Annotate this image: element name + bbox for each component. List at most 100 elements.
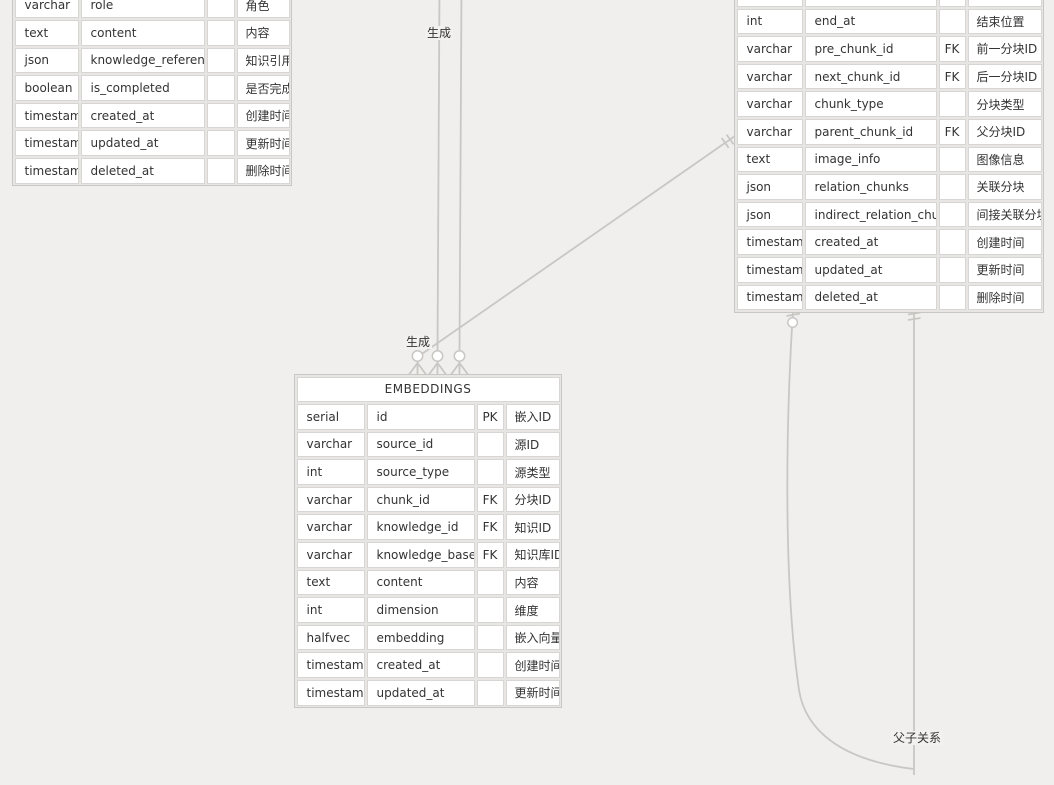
attribute-cell-type: json (14, 47, 79, 74)
attribute-cell-name: chunk_id (366, 486, 475, 513)
attribute-cell-key: FK (476, 542, 504, 568)
attribute-cell-comment: 结束位置 (967, 8, 1042, 35)
attribute-cell-type: timestamp (736, 284, 803, 311)
attribute-cell-name: knowledge_id (366, 514, 475, 541)
attribute-cell-name: relation_chunks (804, 174, 937, 200)
attribute-cell-comment: 内容 (236, 20, 290, 46)
attribute-cell-key (476, 459, 504, 485)
attribute-cell-type: text (296, 569, 365, 596)
attribute-cell-comment: 创建时间 (505, 652, 560, 679)
attribute-cell-key (476, 652, 504, 679)
attribute-cell-key: FK (476, 486, 504, 513)
edge-label-generate-top: 生成 (424, 26, 454, 40)
edge-label-parent-child: 父子关系 (890, 731, 944, 745)
attribute-cell-name: content (80, 20, 205, 46)
attribute-cell-comment: 知识ID (505, 514, 560, 541)
attribute-cell-name: updated_at (366, 680, 475, 706)
attribute-cell-type: json (736, 201, 803, 228)
zero-marker-circle-d (787, 316, 799, 329)
attribute-cell-name (804, 0, 937, 7)
attribute-cell-name: indirect_relation_chunks (804, 201, 937, 228)
attribute-row: timestampupdated_at 更新时间 (296, 680, 560, 706)
exactly-one-ticks-c (720, 134, 735, 149)
attribute-cell-type: timestamp (296, 680, 365, 706)
attribute-cell-key (476, 680, 504, 706)
attribute-cell-name: created_at (366, 652, 475, 679)
attribute-cell-comment: 更新时间 (236, 130, 290, 157)
attribute-cell-type: timestamp (736, 229, 803, 255)
attribute-cell-name: deleted_at (80, 158, 205, 184)
attribute-cell-key (938, 174, 966, 200)
attribute-cell-key: FK (938, 118, 966, 145)
attribute-cell-name: updated_at (804, 256, 937, 283)
attribute-cell-type: text (14, 20, 79, 46)
attribute-cell-key (476, 624, 504, 651)
zero-or-one-tick-d (786, 312, 801, 317)
zero-marker-circle-b (453, 350, 466, 362)
attribute-cell-comment: 图像信息 (967, 146, 1042, 173)
attribute-cell-name: is_completed (80, 75, 205, 101)
attribute-cell-comment: 父分块ID (967, 118, 1042, 145)
attribute-cell-comment: 角色 (236, 0, 290, 19)
attribute-cell-comment: 前一分块ID (967, 36, 1042, 62)
attribute-cell-name: embedding (366, 624, 475, 651)
attribute-cell-type: timestamp (736, 256, 803, 283)
relationship-line-generate-c (416, 135, 736, 358)
attribute-cell-comment: 源类型 (505, 459, 560, 485)
attribute-cell-key (938, 91, 966, 117)
attribute-cell-key (938, 146, 966, 173)
attribute-cell-key (938, 284, 966, 311)
attribute-row (736, 0, 1042, 7)
attribute-cell-comment: 删除时间 (236, 158, 290, 184)
attribute-cell-type: text (736, 146, 803, 173)
attribute-cell-comment: 是否完成 (236, 75, 290, 101)
attribute-cell-comment: 内容 (505, 569, 560, 596)
entity-title: EMBEDDINGS (296, 376, 560, 403)
attribute-cell-type: varchar (736, 36, 803, 62)
attribute-cell-key: FK (476, 514, 504, 541)
attribute-cell-type: varchar (736, 118, 803, 145)
attribute-cell-name: knowledge_base_id (366, 542, 475, 568)
attribute-cell-key (206, 0, 235, 19)
attribute-cell-comment: 源ID (505, 431, 560, 458)
exactly-one-ticks-e (907, 311, 921, 321)
attribute-cell-name: created_at (80, 102, 205, 129)
attribute-cell-comment: 知识引用 (236, 47, 290, 74)
attribute-cell-key (206, 47, 235, 74)
relationship-line-generate-a (436, 0, 441, 352)
attribute-cell-type: varchar (296, 514, 365, 541)
attribute-cell-comment: 更新时间 (505, 680, 560, 706)
attribute-cell-type: varchar (296, 431, 365, 458)
attribute-cell-type: varchar (14, 0, 79, 19)
relationship-curve-parent-child (786, 309, 915, 770)
zero-marker-circle-a (431, 350, 444, 362)
attribute-cell-name: id (366, 404, 475, 430)
attribute-cell-comment: 知识库ID (505, 542, 560, 568)
attribute-cell-type: timestamp (14, 130, 79, 157)
attribute-cell-type: varchar (296, 486, 365, 513)
attribute-cell-name: dimension (366, 597, 475, 623)
attribute-cell-comment: 创建时间 (236, 102, 290, 129)
attribute-cell-name: knowledge_references (80, 47, 205, 74)
attribute-cell-comment: 嵌入ID (505, 404, 560, 430)
attribute-cell-comment: 后一分块ID (967, 63, 1042, 90)
